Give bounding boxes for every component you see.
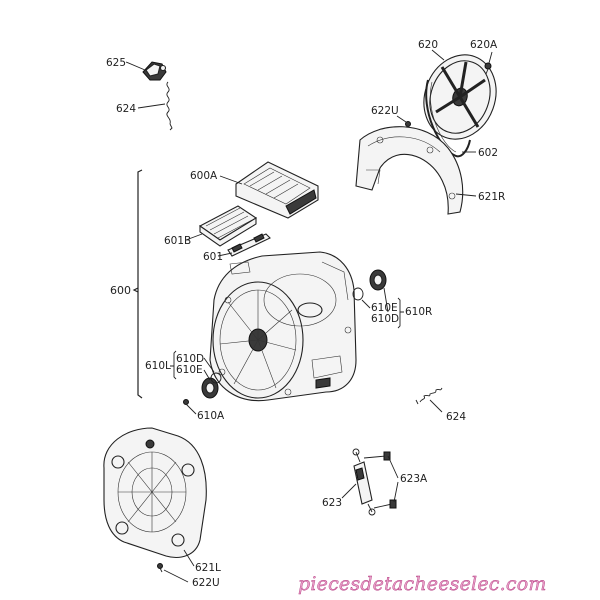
leader-600A [219, 175, 243, 185]
leader-610D-left [203, 357, 215, 373]
leader-601B [185, 233, 203, 241]
part-600-group-bracket [132, 169, 143, 399]
label-623: 623 [322, 497, 342, 509]
part-610L-bearing-left [183, 372, 222, 405]
leader-610E-right [361, 299, 371, 309]
part-622U-screw-lower [157, 563, 163, 573]
label-624-lower: 624 [446, 411, 466, 423]
part-main-tub [209, 251, 357, 402]
leader-621R [455, 193, 477, 197]
label-622U-lower: 622U [192, 577, 220, 589]
label-621R: 621R [478, 191, 505, 203]
label-601: 601 [203, 251, 223, 263]
label-602: 602 [478, 147, 498, 159]
label-610D-right: 610D [371, 313, 399, 325]
leader-623A-bottom [393, 481, 399, 503]
leader-622U-upper [396, 115, 407, 123]
part-620A-screw [484, 62, 492, 75]
part-624-spring-lower [415, 387, 443, 405]
label-600A: 600A [190, 170, 218, 182]
leader-610A [185, 403, 197, 415]
bracket-610R [397, 297, 404, 329]
label-620: 620 [418, 39, 438, 51]
label-610R: 610R [405, 306, 432, 318]
bracket-610L [170, 350, 177, 380]
label-620A: 620A [470, 39, 498, 51]
label-610E-right: 610E [371, 302, 398, 314]
leader-622U-lower [163, 569, 189, 583]
label-610L: 610L [145, 360, 171, 372]
leader-620A [488, 51, 493, 64]
leader-620 [431, 49, 445, 61]
leader-624-upper [137, 103, 166, 109]
part-623A-bolts [363, 451, 397, 509]
leader-610D-right [383, 287, 389, 313]
label-624-upper: 624 [116, 103, 136, 115]
label-610E-left: 610E [176, 364, 203, 376]
leader-624-lower [429, 399, 443, 413]
leader-610E-left [203, 369, 211, 381]
label-622U-upper: 622U [371, 105, 399, 117]
part-620-pulley [423, 54, 497, 140]
label-625: 625 [106, 57, 126, 69]
label-623A: 623A [400, 473, 428, 485]
label-610D-left: 610D [176, 353, 204, 365]
label-621L: 621L [195, 562, 221, 574]
part-624-spring-upper [166, 81, 173, 131]
part-621L-front-cover [103, 427, 207, 558]
leader-625 [125, 61, 146, 71]
label-601B: 601B [164, 235, 191, 247]
leader-623A-top [387, 455, 399, 479]
watermark: piecesdetacheeselec.com [298, 573, 547, 595]
leader-601 [217, 252, 233, 257]
part-602-belt [425, 79, 471, 158]
leader-623 [341, 483, 357, 499]
part-601-bar [227, 233, 271, 257]
part-601B-counterweight [198, 205, 258, 247]
part-621R-cover [355, 126, 464, 215]
label-600: 600 [110, 284, 131, 297]
leader-621L [183, 549, 195, 567]
part-623-shock-absorber [352, 448, 376, 516]
label-610A: 610A [197, 410, 225, 422]
part-600A-top-section [235, 161, 319, 219]
part-625-bracket [142, 61, 167, 81]
part-610R-bearing-right [352, 269, 387, 301]
